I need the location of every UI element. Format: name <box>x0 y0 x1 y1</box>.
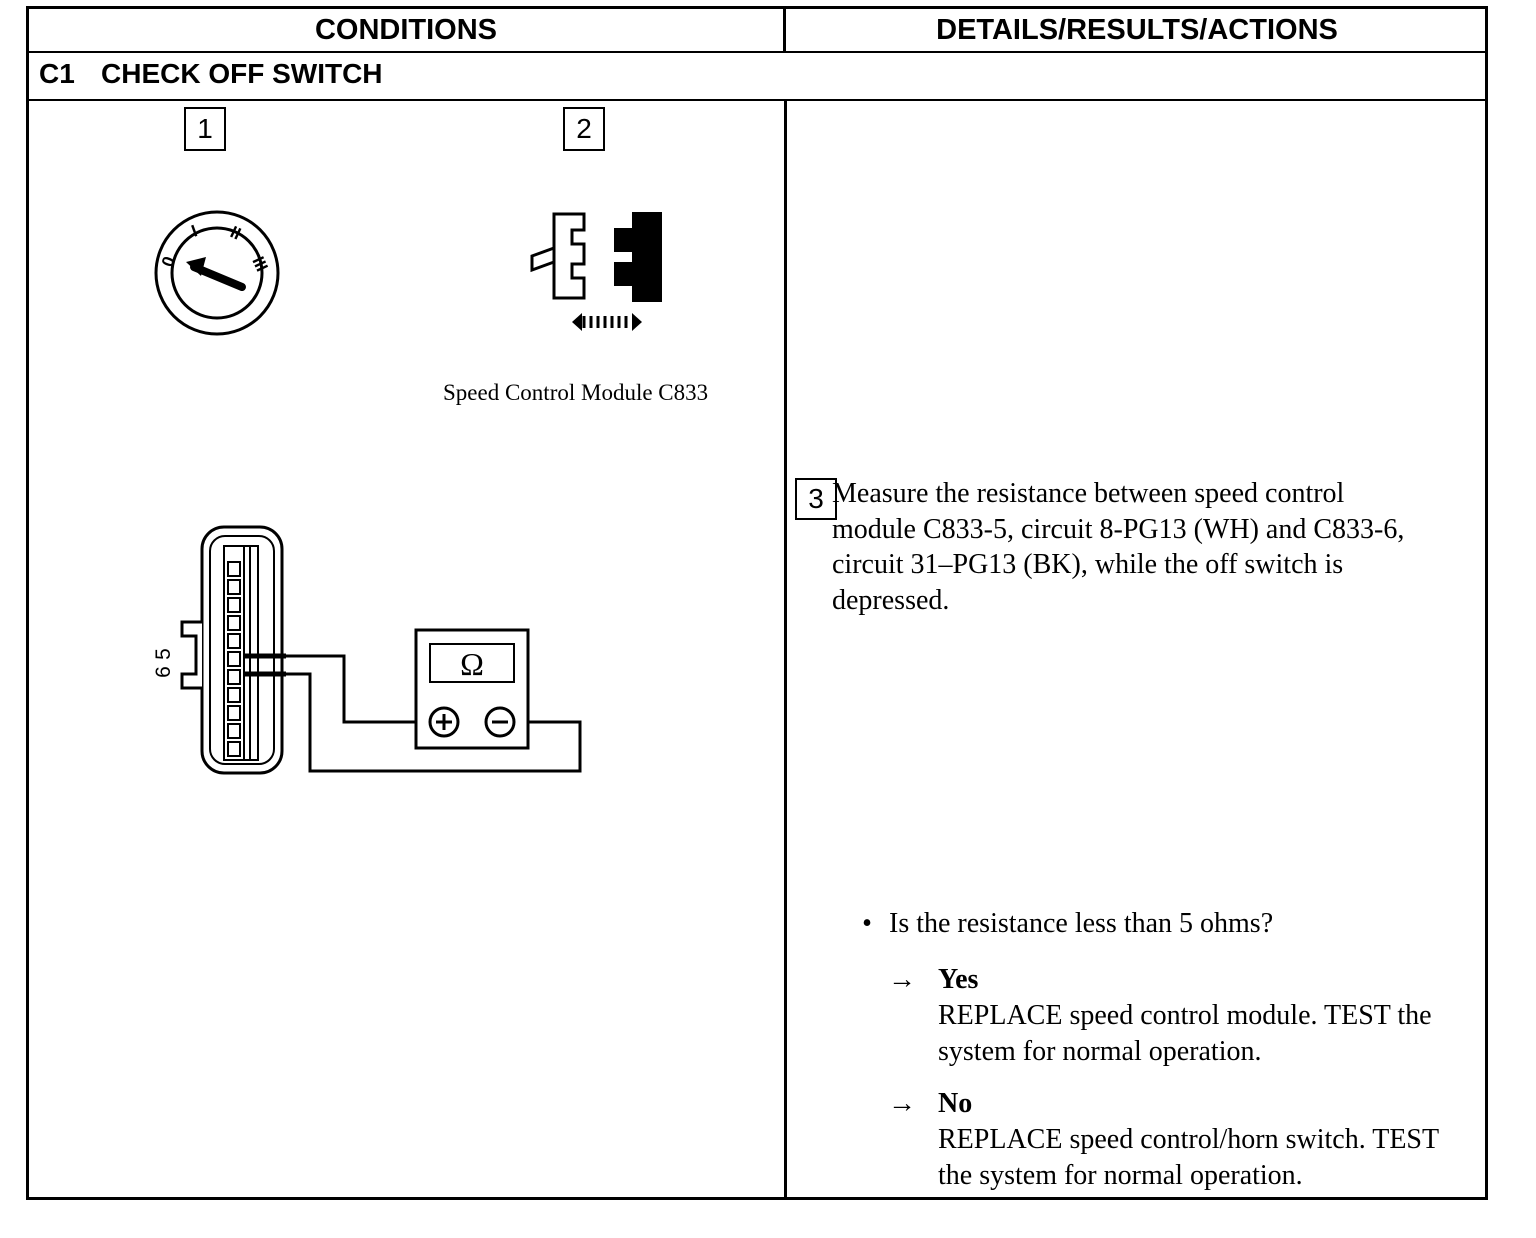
conditions-header: CONDITIONS <box>29 9 786 53</box>
answer-no-label: No <box>938 1088 973 1119</box>
answer-yes: → Yes REPLACE speed control module. TEST … <box>858 962 1458 1070</box>
test-title: C1 CHECK OFF SWITCH <box>29 53 1485 101</box>
ignition-pos-1: I <box>189 221 200 240</box>
question-text: Is the resistance less than 5 ohms? <box>889 908 1274 939</box>
details-header: DETAILS/RESULTS/ACTIONS <box>786 9 1488 53</box>
column-divider <box>784 101 787 1197</box>
test-code: C1 <box>39 58 75 89</box>
ohmmeter-test-diagram: 5 6 Ω <box>152 525 582 775</box>
connector-disconnect-icon <box>530 212 662 331</box>
step-2-box: 2 <box>563 107 605 151</box>
arrow-right-icon: → <box>888 964 916 995</box>
pin-5-label: 5 <box>152 648 175 660</box>
step-3-instruction: Measure the resistance between speed con… <box>832 478 1405 616</box>
step-1-box: 1 <box>184 107 226 151</box>
question: • Is the resistance less than 5 ohms? <box>852 908 1273 940</box>
test-name: CHECK OFF SWITCH <box>101 58 383 89</box>
arrow-right-icon: → <box>888 1088 916 1119</box>
bullet-icon: • <box>862 908 872 939</box>
answer-yes-action: REPLACE speed control module. TEST the s… <box>938 1000 1432 1067</box>
ignition-switch-icon: 0 I II III <box>154 210 280 336</box>
connector-caption: Speed Control Module C833 <box>443 380 709 405</box>
answer-no-action: REPLACE speed control/horn switch. TEST … <box>938 1124 1439 1191</box>
pin-6-label: 6 <box>152 666 175 678</box>
ohm-symbol: Ω <box>460 646 484 682</box>
answer-yes-label: Yes <box>938 964 979 995</box>
answer-no: → No REPLACE speed control/horn switch. T… <box>858 1086 1458 1194</box>
step-3-box: 3 <box>795 478 837 520</box>
diagnostic-table: CONDITIONS DETAILS/RESULTS/ACTIONS C1 CHE… <box>26 6 1488 1200</box>
